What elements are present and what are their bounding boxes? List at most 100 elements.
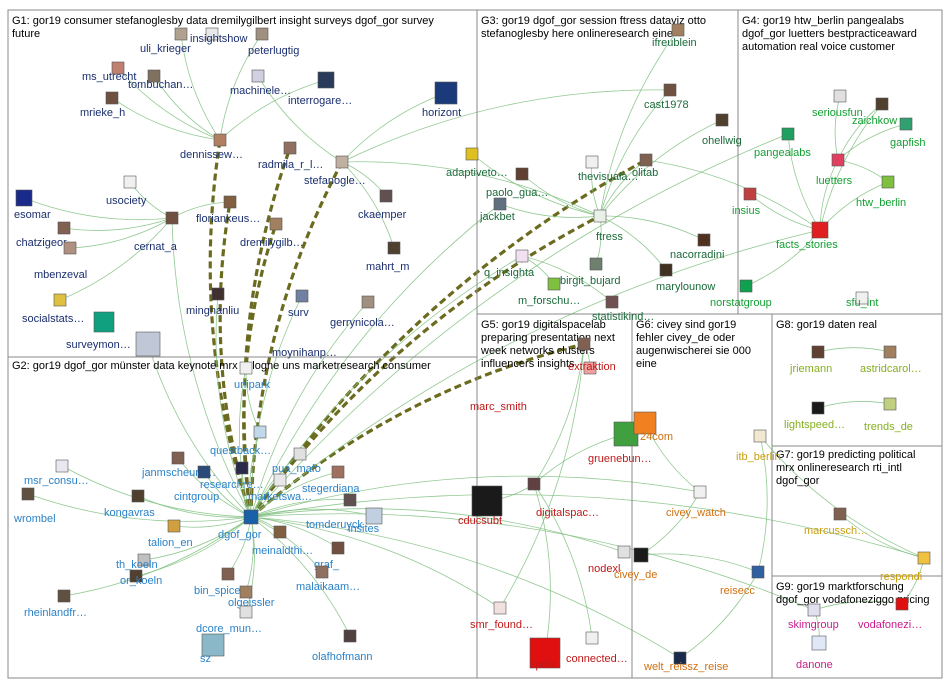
node-84[interactable]: nodexl [588,545,631,575]
node-30[interactable]: msr_consu… [24,459,89,487]
node-78[interactable]: sfu_int [846,291,878,309]
node-94[interactable]: marcussch… [804,507,868,537]
node-17[interactable]: floriankeus… [196,195,260,225]
node-21[interactable]: mahrt_m [366,241,409,273]
node-10[interactable]: dennissew… [180,133,243,161]
node-43[interactable]: meinaldthi… [252,525,313,557]
node-15[interactable]: chatzigeor… [16,221,78,249]
node-97[interactable]: astridcarol… [860,345,922,375]
node-28[interactable]: unipark [234,361,271,391]
node-61[interactable]: jackbet [479,197,515,223]
node-60[interactable]: paolo_gua… [486,167,548,199]
node-69[interactable]: seriousfun [812,89,863,119]
node-56[interactable]: ohellwig [702,113,742,147]
node-3[interactable]: peterlugtig [248,27,299,57]
node-26[interactable]: surveymon… [66,311,131,351]
node-99[interactable]: trends_de [864,397,913,433]
node-98[interactable]: lightspeed… [784,401,845,431]
node-9[interactable]: horizont [422,81,461,119]
node-19[interactable]: ckaemper [358,189,407,221]
node-55[interactable]: cast1978 [644,83,689,111]
node-48[interactable]: malaikaam… [296,565,360,593]
node-44[interactable]: th_koeln [116,553,158,571]
node-20[interactable]: mbenzeval [34,241,87,281]
node-63[interactable]: nacorradini [670,233,724,261]
node-58[interactable]: thevisuala… [578,155,639,183]
node-33[interactable]: pua_mafo [272,447,321,475]
node-80[interactable]: extraktion [568,361,616,375]
node-64[interactable]: q_insighta [484,249,535,279]
node-65[interactable]: birgit_bujard [560,257,621,287]
node-11[interactable]: radmila_r_l… [258,141,323,171]
node-62[interactable]: ftress [593,209,623,243]
edge [219,33,263,141]
node-67[interactable]: m_forschu… [518,277,580,307]
node-31[interactable]: janmscheure… [141,451,216,479]
node-41[interactable]: dgof_gor [218,509,262,541]
node-16[interactable]: cernat_a [134,211,179,253]
node-86[interactable]: spdbt [529,637,561,671]
node-2[interactable]: insightshow [190,27,248,45]
node-51[interactable]: dcore_mun… [196,605,262,635]
node-85[interactable]: smr_found… [470,601,533,631]
node-92[interactable]: welt_reissz_reise [643,651,728,673]
node-75[interactable]: htw_berlin [856,175,906,209]
node-25[interactable]: gerrynicola… [330,295,395,329]
node-79[interactable]: marc_smith [470,337,591,413]
node-70[interactable]: zaichkow [852,97,897,127]
node-4[interactable]: ms_utrecht [82,61,136,83]
node-6[interactable]: mrieke_h [80,91,125,119]
node-59[interactable]: olitab [632,153,658,179]
node-90[interactable]: civey_de [614,547,657,581]
node-96[interactable]: jriemann [789,345,832,375]
node-34[interactable]: stegerdiana [302,465,360,495]
node-27[interactable]: moynihanp… [135,331,337,359]
node-13[interactable]: usociety [106,175,147,207]
node-102[interactable]: danone [796,635,833,671]
node-35[interactable]: kongavras [104,489,155,519]
node-24[interactable]: surv [288,289,309,319]
node-71[interactable]: pangealabs [754,127,811,159]
node-32[interactable]: researchre… [200,461,264,491]
node-50[interactable]: rheinlandfr… [24,589,87,619]
node-46[interactable]: or_koeln [120,569,162,587]
node-53[interactable]: olafhofmann [312,629,373,663]
node-1[interactable]: uli_krieger [140,27,191,55]
node-14[interactable]: esomar [14,189,51,221]
node-101[interactable]: vodafonezi… [858,597,922,631]
node-95[interactable]: respondi [880,551,931,583]
node-8[interactable]: interrogare… [288,71,352,107]
node-52[interactable]: sz [200,633,225,665]
node-29[interactable]: questback… [210,425,271,457]
node-87[interactable]: connected… [566,631,628,665]
node-76[interactable]: facts_stories [776,221,838,251]
node-77[interactable]: norstatgroup [710,279,772,309]
node-54[interactable]: ifreublein [652,23,697,49]
node-47[interactable]: bin_spicer [194,567,244,597]
node-12[interactable]: stefanogle… [304,155,366,187]
node-66[interactable]: marylounow [656,263,715,293]
node-22[interactable]: socialstats… [22,293,84,325]
node-23[interactable]: mingnanliu [186,287,239,317]
node-37[interactable]: marketswa… [248,473,312,503]
node-91[interactable]: reisecc [720,565,765,597]
node-82[interactable]: cducsubt [458,485,503,527]
node-88[interactable]: 24com [633,411,673,443]
node-100[interactable]: skimgroup [788,603,839,631]
node-89[interactable]: civey_watch [666,485,726,519]
node-36[interactable]: cintgroup [174,465,219,503]
node-83[interactable]: digitalspac… [527,477,599,519]
node-68[interactable]: statistikind… [592,295,654,323]
node-74[interactable]: insius [732,187,761,217]
node-40[interactable]: insites [348,507,383,535]
node-38[interactable]: wrombel [13,487,56,525]
node-7[interactable]: machinele… [230,69,291,97]
node-5[interactable]: tombuchan… [128,69,193,91]
node-73[interactable]: luetters [816,153,853,187]
node-93[interactable]: itb_berlin [736,429,781,463]
node-18[interactable]: dremilygilb… [240,217,304,249]
node-72[interactable]: gapfish [890,117,925,149]
node-39[interactable]: tomderuyck [306,493,363,531]
node-42[interactable]: talion_en [148,519,193,549]
node-57[interactable]: adaptiveto… [446,147,508,179]
